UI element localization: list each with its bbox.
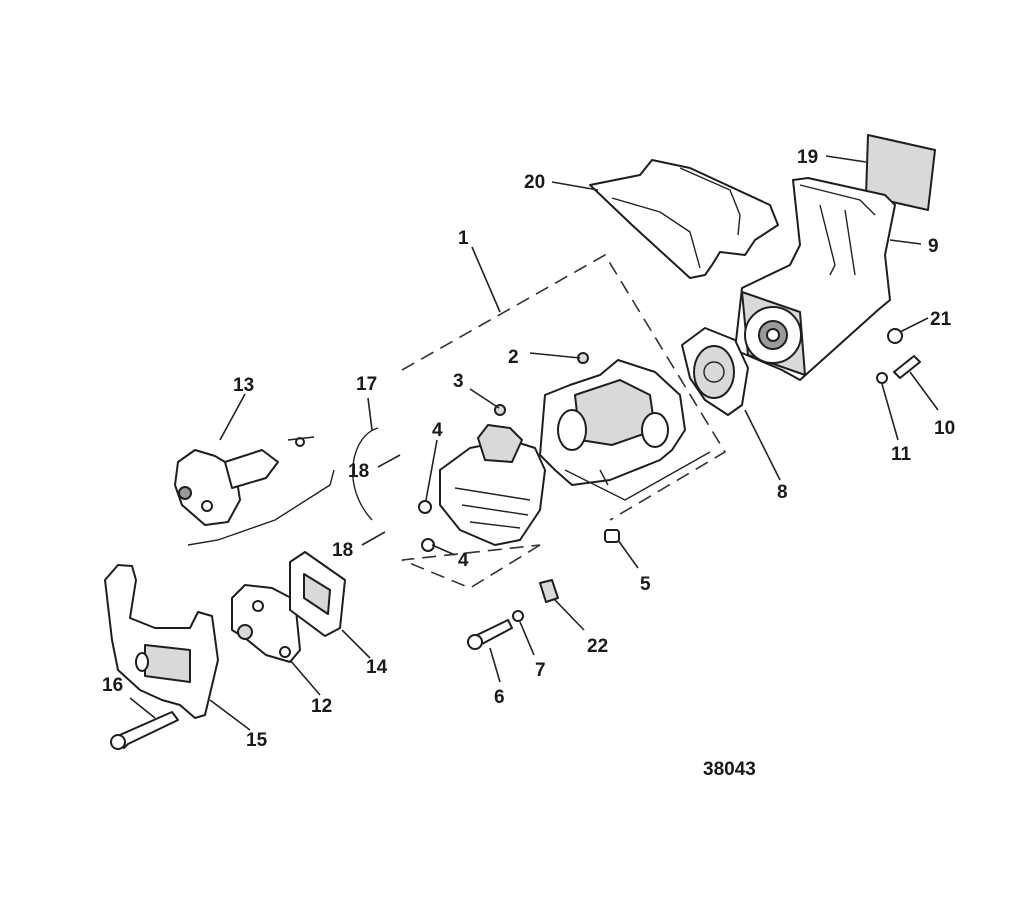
- part-7-washer: [512, 610, 524, 622]
- small-fasteners: [352, 328, 921, 622]
- callout-14: 14: [366, 657, 388, 678]
- carburetor-body: [539, 359, 711, 501]
- callout-15: 15: [246, 730, 268, 751]
- callout-7: 7: [535, 660, 546, 681]
- callout-9: 9: [928, 236, 939, 257]
- callout-12: 12: [311, 696, 332, 717]
- part-22-clip: [539, 579, 559, 603]
- leader-lines: [129, 155, 939, 731]
- callout-21: 21: [930, 309, 952, 330]
- part-15-cover: [104, 564, 219, 719]
- callout-labels: 1 2 3 4 4 5 6 7 8 9 10 11 12 13 14 15 16…: [102, 147, 955, 751]
- figure-number: 38043: [703, 759, 756, 780]
- part-6-bolt: [467, 619, 513, 650]
- callout-22: 22: [587, 636, 608, 657]
- callout-20: 20: [524, 172, 545, 193]
- callout-17: 17: [356, 374, 377, 395]
- part-4-screw-upper: [418, 500, 432, 514]
- callout-16: 16: [102, 675, 123, 696]
- callout-8: 8: [777, 482, 788, 503]
- callout-1: 1: [458, 228, 469, 249]
- callout-10: 10: [934, 418, 955, 439]
- callout-3: 3: [453, 371, 464, 392]
- part-5-fitting: [604, 529, 620, 543]
- callout-18-upper: 18: [348, 461, 369, 482]
- callout-4-upper: 4: [432, 420, 443, 441]
- callout-11: 11: [891, 444, 912, 465]
- part-14-gasket: [289, 551, 346, 637]
- assembly-boundary-dashed: [401, 253, 727, 589]
- part-19-plate: [865, 134, 936, 211]
- part-13-bracket: [174, 436, 335, 546]
- part-16-bolt: [110, 711, 179, 750]
- part-12-manifold: [231, 584, 301, 663]
- part-8-gasket: [681, 327, 749, 416]
- callout-6: 6: [494, 687, 505, 708]
- part-10-bolt: [893, 355, 921, 379]
- part-17-spring-clip: [352, 427, 379, 521]
- callout-5: 5: [640, 574, 651, 595]
- callout-13: 13: [233, 375, 254, 396]
- callout-2: 2: [508, 347, 519, 368]
- part-21-screw: [887, 328, 903, 344]
- callout-18-lower: 18: [332, 540, 353, 561]
- callout-19: 19: [797, 147, 818, 168]
- callout-4-lower: 4: [458, 550, 469, 571]
- part-20-gasket: [589, 159, 779, 279]
- float-bowl: [439, 424, 546, 546]
- part-9-housing: [734, 177, 896, 381]
- part-11-washer: [876, 372, 888, 384]
